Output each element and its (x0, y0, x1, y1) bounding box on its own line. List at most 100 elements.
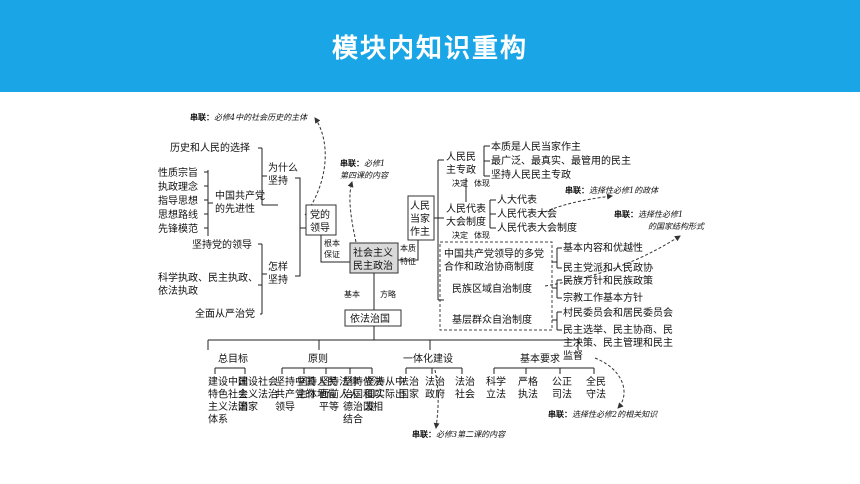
system-item: 民主党派和人民政协 (563, 261, 653, 274)
integration-column: 法治国家 (399, 375, 419, 401)
decide-label: 决定 (452, 230, 468, 240)
basic-label: 基本 (344, 289, 360, 299)
svg-text:当家: 当家 (410, 212, 430, 225)
dict-item: 本质是人民当家作主 (491, 140, 581, 153)
svg-text:依法治国: 依法治国 (350, 312, 390, 325)
ref-3: 串联：选择性必修1的政体 (565, 185, 659, 195)
svg-text:民主政治: 民主政治 (353, 259, 393, 272)
system-item: 民主选举、民主协商、民 (563, 323, 673, 336)
ref-4: 串联：选择性必修1 的国家结构形式 (614, 209, 705, 231)
ref-1: 串联：必修4中的社会历史的主体 (190, 112, 308, 122)
bottom-columns: 建设中国特色社会主义法治体系建设社会主义法治国家坚持中国共产党的领导坚持人民主体… (208, 375, 606, 426)
why-item: 先锋模范 (158, 222, 198, 235)
integration-label: 一体化建设 (403, 352, 453, 365)
svg-text:串联：必修3第二课的内容: 串联：必修3第二课的内容 (412, 429, 506, 439)
svg-text:社会主义: 社会主义 (353, 246, 393, 259)
congress-label: 人民代表 (446, 202, 486, 215)
requirement-column: 全民守法 (586, 375, 606, 401)
how-keep-label: 怎样 (268, 260, 288, 273)
socialist-democracy-box (349, 242, 399, 274)
svg-text:人民: 人民 (410, 200, 430, 212)
congress-label: 大会制度 (446, 215, 486, 228)
embody-label: 体现 (474, 230, 490, 240)
svg-text:作主: 作主 (410, 226, 430, 238)
goal-column: 建设中国特色社会主义法治体系 (208, 375, 248, 426)
how-item: 科学执政、民主执政、 (158, 271, 258, 284)
fundamental-label: 根本 (324, 238, 340, 248)
how-item: 坚持党的领导 (192, 238, 252, 251)
dict-item: 坚持人民民主专政 (491, 168, 571, 181)
ref-1-arrow (304, 117, 326, 216)
dictatorship-label: 主专政 (446, 163, 476, 176)
principle-column: 坚持法律面前人人平等 (319, 375, 359, 413)
why-keep-label: 为什么 (268, 162, 298, 174)
requirement-column: 科学立法 (486, 375, 506, 401)
integration-column: 法治社会 (455, 375, 475, 401)
system-label: 基层群众自治制度 (452, 313, 532, 326)
essence-label: 特征 (400, 256, 416, 266)
system-label: 民族区域自治制度 (452, 282, 532, 295)
principle-column: 坚持人民主体地位 (297, 375, 337, 401)
dict-item: 最广泛、最真实、最管用的民主 (491, 154, 631, 167)
system-item: 民族方针和民族政策 (563, 274, 653, 287)
dictatorship-label: 人民民 (446, 151, 476, 163)
ref-2-arrow (347, 181, 357, 243)
svg-text:串联：选择性必修2的相关知识: 串联：选择性必修2的相关知识 (548, 409, 658, 419)
rule-of-law-box (344, 309, 402, 327)
principle-column: 坚持中国共产党的领导 (275, 375, 315, 413)
embody-label: 体现 (474, 178, 490, 188)
why-item: 指导思想 (158, 194, 198, 207)
svg-text:领导: 领导 (310, 221, 330, 234)
ref-6: 串联：必修3第二课的内容 (412, 429, 506, 439)
ref-3-arrow (539, 193, 613, 215)
why-item: 历史和人民的选择 (170, 141, 250, 154)
why-item: 执政理念 (158, 180, 198, 193)
advanced-label: 中国共产党 (215, 189, 265, 202)
ref-5-arrow (594, 357, 625, 409)
system-item: 村民委员会和居民委员会 (563, 306, 673, 319)
fundamental-label: 保证 (324, 249, 340, 259)
advanced-label: 的先进性 (215, 202, 255, 215)
svg-text:串联：必修1: 串联：必修1 (340, 158, 385, 168)
svg-text:串联：选择性必修1的政体: 串联：选择性必修1的政体 (565, 185, 659, 195)
system-label: 合作和政治协商制度 (444, 260, 534, 273)
svg-text:的国家结构形式: 的国家结构形式 (648, 222, 705, 231)
principle-label: 原则 (308, 352, 328, 365)
ref-5: 串联：选择性必修2的相关知识 (548, 409, 658, 419)
svg-text:党的: 党的 (310, 208, 330, 221)
goal-label: 总目标 (218, 352, 248, 365)
how-keep-label: 坚持 (268, 273, 288, 286)
goal-column: 建设社会主义法治国家 (238, 375, 278, 413)
system-item: 宗教工作基本方针 (563, 291, 643, 304)
how-item: 全面从严治党 (195, 307, 255, 320)
principle-column: 坚持从中国实际出发 (365, 375, 405, 413)
system-item: 主决策、民主管理和民主 (563, 336, 673, 349)
why-keep-label: 坚持 (268, 174, 288, 187)
page-title: 模块内知识重构 (331, 34, 528, 64)
how-item: 依法执政 (158, 284, 198, 297)
strategy-label: 方略 (380, 289, 396, 299)
basic-systems-box (439, 241, 553, 331)
svg-text:串联：必修4中的社会历史的主体: 串联：必修4中的社会历史的主体 (190, 112, 308, 122)
requirement-label: 基本要求 (520, 352, 560, 365)
integration-column: 法治政府 (425, 375, 445, 401)
decide-label: 决定 (452, 178, 468, 188)
title-banner: 模块内知识重构 (0, 0, 860, 92)
svg-text:第四课的内容: 第四课的内容 (340, 171, 389, 180)
system-label: 中国共产党领导的多党 (444, 247, 544, 260)
system-item: 监督 (563, 349, 583, 362)
system-item: 基本内容和优越性 (563, 241, 643, 254)
congress-item: 人大代表 (497, 193, 537, 206)
essence-label: 本质 (400, 243, 416, 253)
principle-column: 坚持依法治国和以德治国相结合 (343, 375, 383, 426)
congress-item: 人民代表大会 (497, 207, 557, 220)
svg-text:串联：选择性必修1: 串联：选择性必修1 (614, 209, 683, 219)
why-item: 思想路线 (158, 208, 198, 221)
congress-item: 人民代表大会制度 (497, 221, 577, 234)
requirement-column: 公正司法 (552, 377, 572, 401)
people-master-box (407, 195, 435, 241)
ref-4-arrow (544, 235, 681, 287)
ref-6-arrow (433, 369, 440, 429)
why-item: 性质宗旨 (158, 166, 198, 179)
